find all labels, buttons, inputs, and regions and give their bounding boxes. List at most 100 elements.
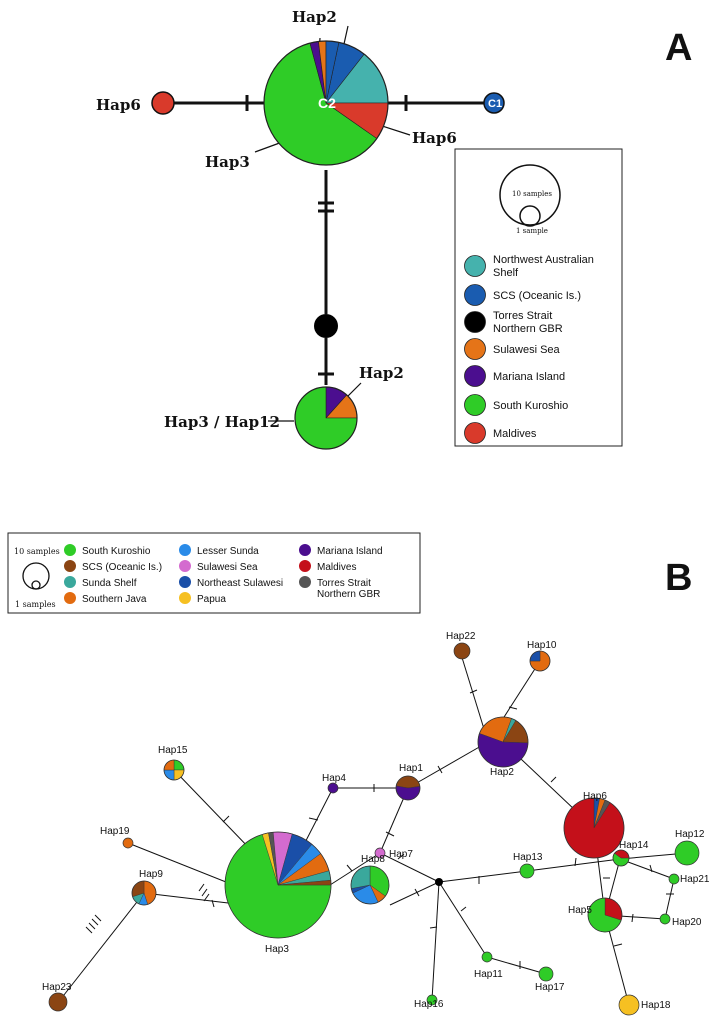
label-hap20: Hap20 xyxy=(672,917,702,928)
haplotype-node-hap17 xyxy=(538,966,554,982)
label-hap18: Hap18 xyxy=(641,1000,671,1011)
haplotype-node-hap13 xyxy=(519,863,535,879)
legend-b-swatch xyxy=(299,576,311,588)
legend-b-swatch xyxy=(299,560,311,572)
hap13-slice xyxy=(519,863,535,879)
mutation-tick xyxy=(550,776,557,783)
legend-a-swatch xyxy=(464,255,486,277)
network-edge xyxy=(438,881,488,958)
haplotype-node-hap6-left xyxy=(151,91,175,115)
size-label-large: 10 samples xyxy=(14,547,60,556)
haplotype-node-hap18 xyxy=(618,994,640,1016)
haplotype-node-hap11 xyxy=(481,951,493,963)
legend-b-label: Southern Java xyxy=(82,594,147,605)
mutation-tick xyxy=(437,765,443,774)
legend-a-swatch xyxy=(464,422,486,444)
label-hap6-left: Hap6 xyxy=(96,96,141,114)
hap23-slice xyxy=(48,992,68,1012)
network-edge xyxy=(664,878,675,920)
network-b-nodes xyxy=(48,642,700,1016)
label-hap17: Hap17 xyxy=(535,982,565,993)
network-edge xyxy=(407,741,489,789)
label-c2: C2 xyxy=(318,95,336,111)
panel-a: A Hap2 Hap6 Hap6 Hap3 C2 C1 Hap2 Hap3 / … xyxy=(96,8,692,450)
mutation-tick xyxy=(613,943,623,947)
hap15-outline xyxy=(163,759,185,781)
legend-b-label: Sunda Shelf xyxy=(82,578,137,589)
hap5-outline xyxy=(587,897,623,933)
haplotype-node-hap2 xyxy=(477,716,529,768)
panel-a-label: A xyxy=(665,27,692,69)
label-hap5: Hap5 xyxy=(568,905,592,916)
network-edge xyxy=(526,858,621,872)
label-hap10: Hap10 xyxy=(527,640,557,651)
hap6-outline xyxy=(563,797,625,859)
legend-a-label: Mariana Island xyxy=(493,371,565,383)
label-hap6-right: Hap6 xyxy=(412,129,457,147)
legend-a: 10 samples 1 sample Northwest Australian… xyxy=(454,148,623,447)
haplotype-node-hap4 xyxy=(327,782,339,794)
haplotype-node-hap6 xyxy=(563,797,625,859)
hap11-slice xyxy=(481,951,493,963)
mutation-tick xyxy=(85,926,93,934)
hap19-slice xyxy=(122,837,134,849)
mutation-tick xyxy=(429,926,438,929)
hap3-outline xyxy=(224,831,332,939)
legend-a-label: Maldives xyxy=(493,428,537,440)
label-hap23: Hap23 xyxy=(42,982,72,993)
haplotype-node-hap3-hap12 xyxy=(294,386,358,450)
legend-b-label: Northern GBR xyxy=(317,589,380,600)
hap14-outline xyxy=(612,849,630,867)
panel-b: B 10 samples 1 samples South KuroshioSCS… xyxy=(7,532,710,1016)
haplotype-node-c2 xyxy=(263,40,389,166)
label-c1: C1 xyxy=(488,98,502,110)
legend-a-frame xyxy=(454,148,623,447)
size-circle-small xyxy=(519,205,541,227)
legend-b-swatch xyxy=(179,592,191,604)
pointer-top xyxy=(343,25,349,45)
hap22-slice xyxy=(453,642,471,660)
label-hap2-top: Hap2 xyxy=(292,8,337,26)
legend-a-swatch xyxy=(464,311,486,333)
pie-c2-outline xyxy=(263,40,389,166)
label-hap2: Hap2 xyxy=(490,767,514,778)
hap21-slice xyxy=(668,873,680,885)
label-hap13: Hap13 xyxy=(513,852,543,863)
legend-a-label: Torres Strait xyxy=(493,310,552,322)
mutation-tick xyxy=(649,864,653,873)
hap1-outline xyxy=(395,775,421,801)
mutation-tick xyxy=(460,906,467,912)
mutation-tick xyxy=(88,922,96,930)
legend-b-label: Papua xyxy=(197,594,226,605)
legend-a-swatch xyxy=(464,284,486,306)
size-label-small: 1 sample xyxy=(516,227,548,235)
legend-b-swatch xyxy=(179,560,191,572)
hap4-slice xyxy=(327,782,339,794)
legend-a-label: Sulawesi Sea xyxy=(493,344,561,356)
haplotype-node-hap1 xyxy=(395,775,421,801)
legend-a-label: SCS (Oceanic Is.) xyxy=(493,290,581,302)
label-hap8: Hap8 xyxy=(361,854,385,865)
haplotype-node-hap9 xyxy=(131,880,157,906)
mutation-tick xyxy=(346,864,353,872)
legend-a-label: South Kuroshio xyxy=(493,400,568,412)
network-edge xyxy=(379,852,440,883)
legend-b-swatch xyxy=(64,560,76,572)
network-edge xyxy=(486,956,547,975)
haplotype-node-hap16 xyxy=(426,994,438,1006)
haplotype-node-hap3 xyxy=(224,831,332,939)
mutation-tick xyxy=(631,913,634,923)
median-vector-node xyxy=(314,314,338,338)
size-circle-large xyxy=(499,164,561,226)
label-hap22: Hap22 xyxy=(446,631,476,642)
label-hap3: Hap3 xyxy=(205,153,250,171)
label-hap12: Hap12 xyxy=(675,829,705,840)
mutation-tick xyxy=(91,918,99,926)
haplotype-node-hap19 xyxy=(122,837,134,849)
legend-b-label: Maldives xyxy=(317,562,356,573)
legend-b-label: SCS (Oceanic Is.) xyxy=(82,562,162,573)
hap12-slice xyxy=(674,840,700,866)
legend-b-label: Torres Strait xyxy=(317,578,371,589)
label-hap2-bottom: Hap2 xyxy=(359,364,404,382)
hap9-outline xyxy=(131,880,157,906)
